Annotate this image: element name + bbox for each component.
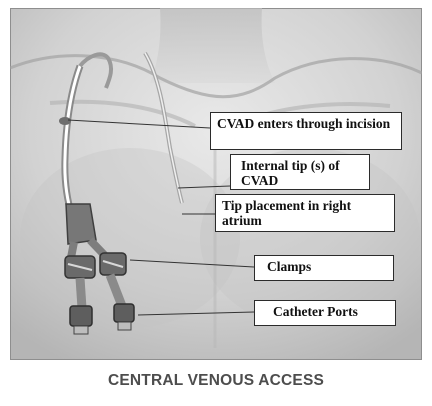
label-internal-tip: Internal tip (s) of CVAD [230, 154, 370, 190]
figure-caption: CENTRAL VENOUS ACCESS [0, 372, 432, 390]
lumen-left-lower [80, 278, 82, 308]
label-tip-placement: Tip placement in right atrium [215, 194, 395, 232]
catheter-hub [66, 204, 96, 244]
port-left-cap [74, 326, 88, 334]
cvad-illustration: CVAD enters through incision Internal ti… [10, 8, 422, 360]
neck-shading [150, 8, 275, 83]
port-right-cap [118, 322, 131, 330]
label-cvad-enters: CVAD enters through incision [210, 112, 402, 150]
label-clamps: Clamps [254, 255, 394, 281]
incision-site [59, 117, 71, 125]
port-right [114, 304, 134, 322]
port-left [70, 306, 92, 326]
label-catheter-ports: Catheter Ports [254, 300, 396, 326]
